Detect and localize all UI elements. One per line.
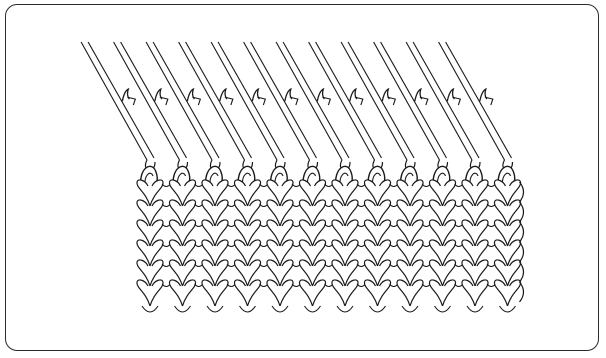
stitch-left-leg	[234, 280, 247, 306]
needle-latch	[480, 89, 487, 101]
needle-shaft-line	[186, 42, 252, 158]
stitch-left-leg	[364, 280, 377, 306]
stitch-right-leg	[378, 280, 391, 306]
stitch-left-leg	[169, 280, 182, 306]
stitch-right-leg	[183, 280, 196, 306]
stitch-left-leg	[137, 280, 150, 306]
needle-shaft-line	[406, 42, 472, 160]
needle-shaft-line	[211, 42, 277, 160]
needle-shaft-line	[81, 42, 147, 160]
needle-shaft-line	[374, 42, 440, 160]
needle-shaft-line	[88, 42, 154, 158]
needle-shaft-line	[121, 42, 187, 158]
stitch-left-leg	[494, 280, 507, 306]
needle-shaft-line	[218, 42, 284, 158]
needle-shaft-line	[309, 42, 375, 160]
stitch-left-leg	[397, 280, 410, 306]
needle-latch	[187, 89, 194, 101]
bottom-loop	[240, 306, 256, 312]
bottom-loop	[500, 306, 516, 312]
knit-stitch	[137, 280, 171, 306]
bottom-loop	[207, 306, 223, 312]
stitch-left-leg	[299, 280, 312, 306]
needle-shaft-line	[251, 42, 317, 158]
bottom-loop	[272, 306, 288, 312]
stitch-right-leg	[410, 280, 423, 306]
stitch-right-leg	[475, 280, 488, 306]
knitted-fabric	[137, 166, 524, 312]
needles-group	[81, 42, 512, 170]
needle-latch	[415, 89, 422, 101]
knit-stitch	[299, 280, 333, 306]
bottom-loop	[435, 306, 451, 312]
knit-stitch	[494, 280, 520, 306]
stitch-right-leg	[345, 280, 358, 306]
needle-latch	[220, 89, 227, 101]
needle-shaft-line	[283, 42, 349, 158]
stitch-left-leg	[332, 280, 345, 306]
needle-shaft-line	[439, 42, 505, 160]
needle-shaft-line	[153, 42, 219, 158]
stitch-right-leg	[248, 280, 261, 306]
needle-latch	[285, 89, 292, 101]
bottom-loop	[402, 306, 418, 312]
needle-shaft-line	[381, 42, 447, 158]
knit-stitch	[429, 280, 463, 306]
needle-shaft-line	[446, 42, 512, 158]
needle-shaft-line	[316, 42, 382, 158]
bottom-loop	[305, 306, 321, 312]
stitch-right-leg	[280, 280, 293, 306]
needle-latch	[350, 89, 357, 101]
knit-stitch	[397, 280, 431, 306]
needle-latch	[447, 89, 454, 101]
needle-shaft-line	[276, 42, 342, 160]
stitch-right-leg	[150, 280, 163, 306]
knit-stitch	[267, 280, 301, 306]
knit-stitch	[169, 280, 203, 306]
stitch-right-leg	[443, 280, 456, 306]
needle-latch	[155, 89, 162, 101]
stitch-left-leg	[202, 280, 215, 306]
bottom-loop	[142, 306, 158, 312]
bottom-loop	[370, 306, 386, 312]
stitch-right-leg	[508, 280, 521, 306]
knit-stitch	[202, 280, 236, 306]
needle-shaft-line	[413, 42, 479, 158]
needle-latch	[122, 89, 129, 101]
needle-shaft-line	[146, 42, 212, 160]
knit-stitch	[364, 280, 398, 306]
needle-shaft-line	[114, 42, 180, 160]
needle-latch	[252, 89, 259, 101]
bottom-loop	[337, 306, 353, 312]
needle-shaft-line	[244, 42, 310, 160]
bottom-loop	[175, 306, 191, 312]
stitch-right-leg	[313, 280, 326, 306]
needle-shaft-line	[348, 42, 414, 158]
needle-latch	[317, 89, 324, 101]
stitch-left-leg	[462, 280, 475, 306]
needle-latch	[382, 89, 389, 101]
knit-stitch	[234, 280, 268, 306]
needle	[81, 42, 155, 170]
stitch-left-leg	[429, 280, 442, 306]
stitch-right-leg	[215, 280, 228, 306]
bottom-loop	[467, 306, 483, 312]
needle-shaft-line	[341, 42, 407, 160]
stitch-left-leg	[267, 280, 280, 306]
needle-shaft-line	[179, 42, 245, 160]
knit-stitch	[332, 280, 366, 306]
knit-stitch	[462, 280, 496, 306]
